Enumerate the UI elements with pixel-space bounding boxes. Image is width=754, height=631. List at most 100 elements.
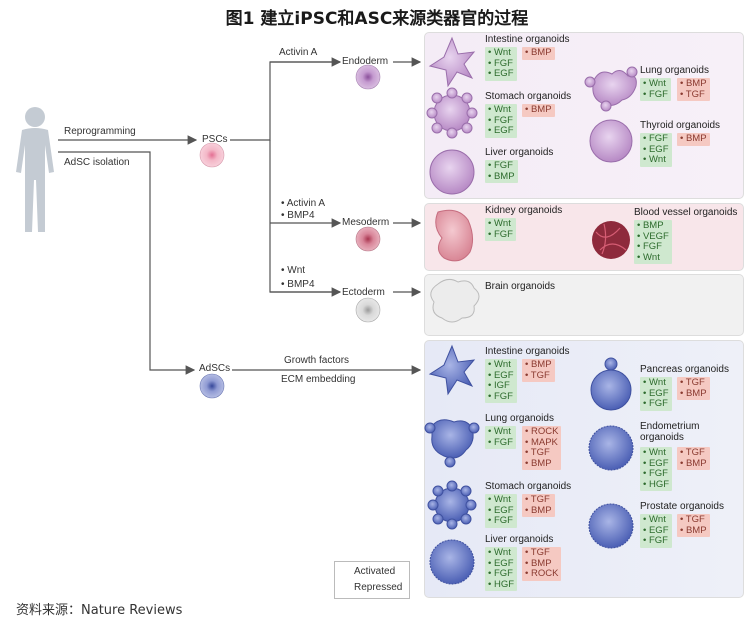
factor-item: FGF: [488, 229, 513, 241]
adscs-label: AdSCs: [199, 363, 231, 374]
organoid-name: Prostate organoids: [640, 501, 724, 512]
factor-item: Wnt: [488, 47, 514, 59]
ad-lung-group: Lung organoidsWntFGFROCKMAPKTGFBMP: [485, 413, 562, 471]
factor-item: Wnt: [488, 494, 514, 506]
endo-liver-group: Liver organoidsFGFBMP: [485, 147, 554, 184]
repressed-tag: BMP: [677, 133, 710, 146]
ad-prostate-organoid-icon: [588, 503, 634, 549]
source-caption: 资料来源：Nature Reviews: [16, 603, 183, 618]
organoid-name: Liver organoids: [485, 147, 554, 158]
factor-item: FGF: [643, 536, 669, 547]
reprogramming-label: Reprogramming: [64, 126, 136, 137]
factor-item: TGF: [525, 494, 552, 506]
factor-item: MAPK: [525, 437, 558, 449]
organoid-name: Endometrium organoids: [640, 421, 700, 443]
ecto-brain-group: Brain organoids: [485, 281, 555, 292]
endo-stomach-organoid-icon: [426, 87, 478, 139]
mesoderm-label: Mesoderm: [342, 217, 390, 228]
factor-item: Wnt: [488, 359, 514, 371]
legend: [334, 561, 410, 599]
factor-item: TGF: [525, 448, 558, 459]
endo-thyroid-organoid-icon: [589, 119, 633, 163]
meso-factor-2: • BMP4: [281, 210, 315, 221]
factor-item: BMP: [680, 78, 707, 90]
repressed-tag: TGFBMP: [677, 514, 710, 538]
factor-item: EGF: [488, 370, 514, 382]
factor-item: ROCK: [525, 426, 558, 438]
organoid-name: Brain organoids: [485, 281, 556, 292]
factor-item: FGF: [488, 115, 514, 127]
ecto-factor-1: • Wnt: [281, 265, 306, 276]
ad-pancreas-organoid-icon: [590, 357, 632, 411]
endoderm-organoid-panel: [424, 32, 744, 199]
factor-item: BMP: [488, 171, 515, 183]
organoid-name: Pancreas organoids: [640, 364, 729, 375]
factor-item: Wnt: [643, 447, 669, 459]
repressed-tag: BMPTGF: [677, 78, 710, 102]
endo-lung-group: Lung organoidsWntFGFBMPTGF: [640, 65, 710, 102]
repressed-tag: TGFBMPROCK: [522, 547, 562, 581]
ad-stomach-organoid-icon: [427, 480, 477, 530]
ad-lung-organoid-icon: [424, 419, 480, 468]
factor-item: BMP: [680, 133, 707, 145]
factor-item: EGF: [643, 458, 669, 470]
activated-tag: WntEGFFGFHGF: [640, 447, 673, 492]
repressed-tag: BMPTGF: [522, 359, 555, 383]
ad-endometrium-organoid-icon: [588, 425, 634, 471]
factor-item: BMP: [680, 388, 707, 400]
factor-item: ROCK: [525, 569, 558, 580]
organoid-name: Lung organoids: [485, 413, 554, 424]
factor-item: EGF: [488, 69, 514, 80]
repressed-tag: TGFBMP: [677, 377, 710, 401]
factor-item: Wnt: [643, 155, 669, 166]
legend-repressed-label: Repressed: [354, 582, 403, 593]
factor-item: BMP: [525, 458, 558, 470]
mesoderm-organoid-panel: [424, 203, 744, 271]
factor-item: HGF: [643, 479, 669, 491]
ectoderm-cell: [355, 297, 381, 323]
organoid-name: Intestine organoids: [485, 34, 570, 45]
activated-tag: WntFGFEGF: [485, 47, 517, 81]
endoderm-cell: [355, 64, 381, 90]
organoid-name: Intestine organoids: [485, 346, 570, 357]
factor-item: EGF: [643, 144, 669, 156]
factor-item: Wnt: [488, 104, 514, 116]
factor-item: Wnt: [643, 377, 669, 389]
meso-kidney-group: Kidney organoidsWntFGF: [485, 205, 562, 242]
factor-item: FGF: [643, 133, 669, 145]
factor-item: Wnt: [488, 547, 514, 559]
organoid-name: Thyroid organoids: [640, 120, 721, 131]
activated-tag: WntEGFFGF: [485, 494, 517, 528]
ad-liver-group: Liver organoidsWntEGFFGFHGFTGFBMPROCK: [485, 534, 562, 592]
organoid-name: Lung organoids: [640, 65, 709, 76]
factor-item: FGF: [643, 89, 668, 101]
factor-item: EGF: [488, 126, 514, 137]
factor-item: BMP: [525, 359, 552, 371]
activated-tag: BMPVEGFFGFWnt: [634, 220, 672, 265]
factor-item: BMP: [637, 220, 669, 232]
factor-item: BMP: [525, 47, 552, 59]
meso-factor-1: • Activin A: [281, 198, 326, 209]
pscs-label: PSCs: [202, 134, 228, 145]
endo-intestine-group: Intestine organoidsWntFGFEGF BMP: [485, 34, 570, 81]
factor-item: FGF: [488, 160, 515, 172]
repressed-tag: TGFBMP: [677, 447, 710, 471]
factor-item: Wnt: [488, 426, 513, 438]
activated-tag: WntEGFFGFHGF: [485, 547, 518, 592]
meso-kidney-organoid-icon: [435, 209, 474, 262]
ad-stomach-group: Stomach organoidsWntEGFFGFTGFBMP: [485, 481, 571, 528]
ad-endometrium-group: Endometrium organoidsWntEGFFGFHGFTGFBMP: [640, 421, 716, 492]
meso-blood-vessel-organoid-icon: [592, 221, 630, 259]
endo-liver-organoid-icon: [429, 149, 475, 195]
factor-item: FGF: [643, 399, 669, 410]
factor-item: FGF: [488, 58, 514, 70]
endo-thyroid-group: Thyroid organoidsFGFEGFWnt BMP: [640, 120, 721, 167]
factor-item: Wnt: [637, 252, 669, 264]
repressed-tag: BMP: [522, 47, 555, 60]
factor-item: HGF: [488, 579, 514, 591]
activated-tag: FGFEGFWnt: [640, 133, 672, 167]
ad-intestine-organoid-icon: [428, 344, 476, 396]
factor-item: TGF: [680, 89, 707, 101]
factor-item: BMP: [525, 505, 552, 517]
